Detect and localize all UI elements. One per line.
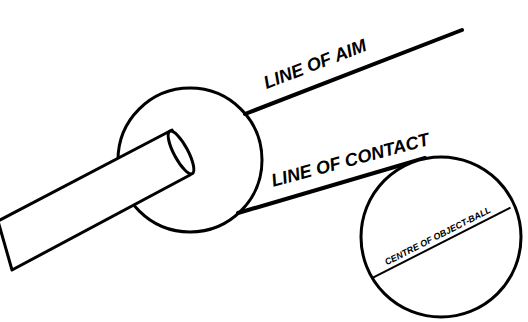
- object-ball: CENTRE OF OBJECT-BALL: [359, 155, 523, 319]
- object-ball-circle: [361, 157, 521, 317]
- line-label: LINE OF AIM: [261, 35, 370, 93]
- centre-line: [372, 208, 511, 279]
- cue-stick: [0, 130, 190, 270]
- cue-tip: [164, 128, 199, 177]
- line-of-aim: [245, 30, 462, 114]
